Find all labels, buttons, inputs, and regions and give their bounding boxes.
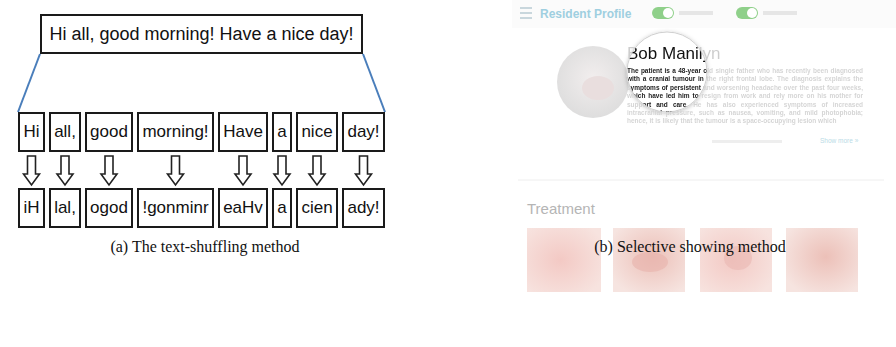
section-heading: Treatment — [527, 200, 595, 217]
down-arrow — [356, 156, 372, 185]
patient-summary: The patient is a 48-year old single fath… — [627, 67, 863, 126]
header-bar — [512, 0, 896, 28]
box-text: good — [90, 122, 128, 141]
caption: (b) Selective showing method — [505, 238, 875, 256]
box-text: !gonminr — [142, 198, 208, 217]
treatment-photo — [613, 228, 685, 292]
divider — [518, 180, 884, 181]
down-arrow — [57, 156, 73, 185]
menu-icon — [520, 8, 532, 18]
faded-text-lines — [712, 140, 782, 143]
word-box: day! — [342, 112, 385, 152]
box-text: Hi all, good morning! Have a nice day! — [49, 24, 353, 44]
word-box: good — [85, 112, 133, 152]
toggle-switch — [652, 7, 797, 19]
box-text: lal, — [54, 198, 76, 217]
patient-name: Bob Manilyn — [627, 44, 721, 64]
down-arrow — [309, 156, 325, 185]
shuffled-word-box: !gonminr — [137, 188, 214, 228]
treatment-photo — [527, 228, 601, 292]
box-text: Hi — [23, 122, 39, 141]
box-text: day! — [347, 122, 379, 141]
shuffled-word-box: ogod — [85, 188, 133, 228]
down-arrow — [274, 156, 290, 185]
box-text: nice — [301, 122, 332, 141]
down-arrow — [168, 156, 184, 185]
shuffled-word-box: iH — [18, 188, 45, 228]
box-text: Have — [223, 122, 263, 141]
box-text: a — [277, 122, 286, 141]
split-line — [18, 54, 40, 112]
down-arrow — [235, 156, 251, 185]
shuffled-word-box: eaHv — [218, 188, 268, 228]
treatment-photo — [700, 228, 772, 292]
split-line — [363, 54, 385, 112]
shuffled-word-box: a — [272, 188, 292, 228]
shuffled-word-box: lal, — [49, 188, 81, 228]
sentence-box: Hi all, good morning! Have a nice day! — [40, 14, 363, 54]
box-text: a — [277, 198, 286, 217]
word-box: Have — [218, 112, 268, 152]
down-arrow — [101, 156, 117, 185]
profile-photo — [582, 76, 614, 100]
box-text: ogod — [90, 198, 128, 217]
box-text: ady! — [347, 198, 379, 217]
down-arrow — [24, 156, 40, 185]
box-text: all, — [54, 122, 76, 141]
box-text: morning! — [142, 122, 208, 141]
word-box: a — [272, 112, 292, 152]
shuffled-word-box: ady! — [342, 188, 385, 228]
profile-photo — [557, 46, 629, 118]
shuffled-word-box: cien — [296, 188, 338, 228]
header-title: Resident Profile — [540, 7, 631, 21]
box-text: cien — [301, 198, 332, 217]
word-box: all, — [49, 112, 81, 152]
caption: (a) The text-shuffling method — [20, 238, 390, 256]
box-text: iH — [23, 198, 39, 217]
word-box: morning! — [137, 112, 214, 152]
box-text: eaHv — [223, 198, 263, 217]
treatment-photo — [786, 228, 858, 292]
word-box: Hi — [18, 112, 45, 152]
word-box: nice — [296, 112, 338, 152]
show-more-link: Show more » — [820, 137, 858, 144]
